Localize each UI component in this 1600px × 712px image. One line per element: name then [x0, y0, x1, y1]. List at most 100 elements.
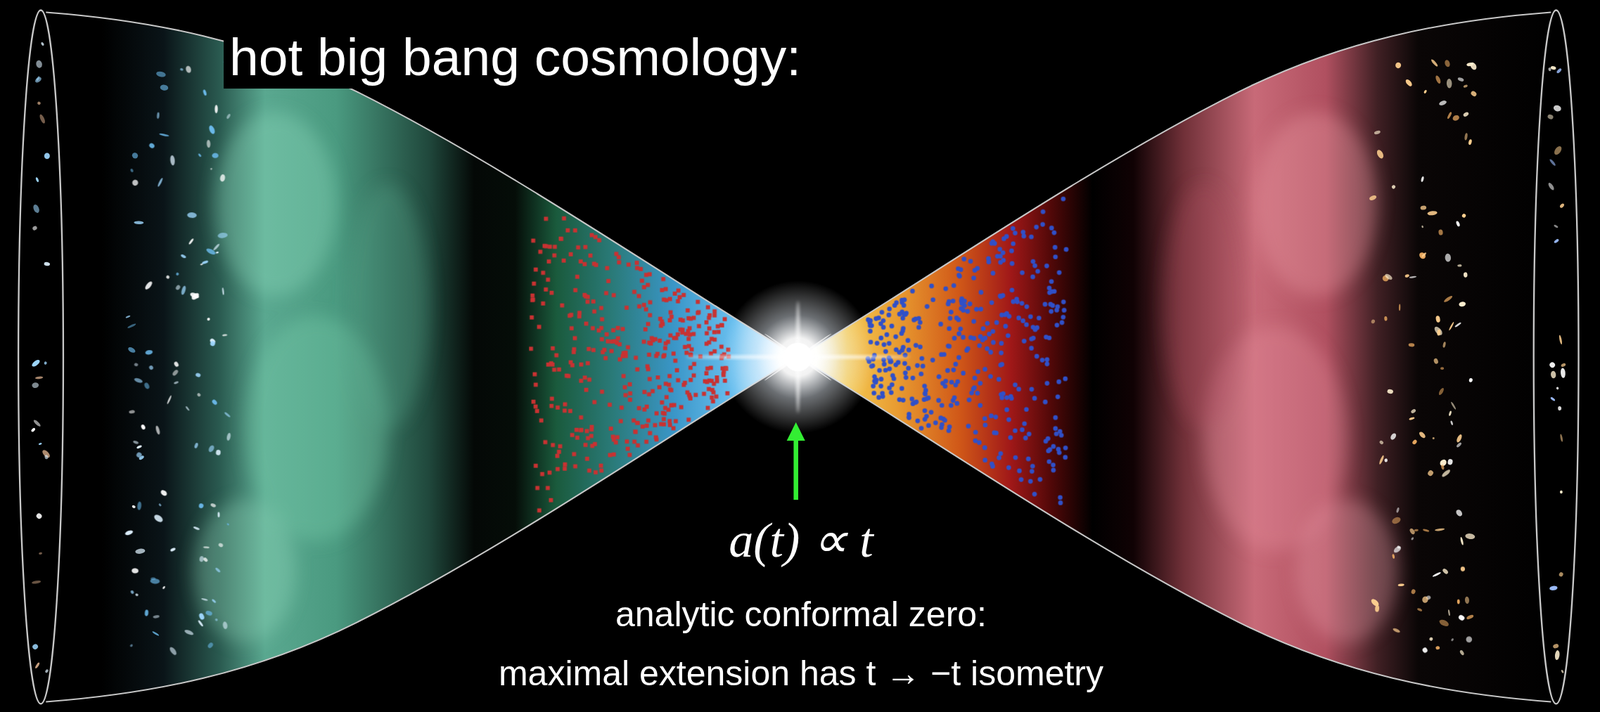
particle-dot: [533, 464, 539, 469]
particle-dot: [956, 272, 962, 278]
galaxy: [1466, 61, 1474, 67]
galaxy: [1368, 194, 1378, 202]
particle-dot: [999, 362, 1005, 368]
particle-dot: [1040, 357, 1046, 363]
galaxy: [143, 381, 151, 390]
particle-dot: [1034, 354, 1040, 360]
particle-dot: [607, 402, 612, 408]
galaxy: [1421, 647, 1429, 655]
particle-dot: [704, 371, 709, 376]
particle-dot: [943, 384, 949, 389]
galaxy: [211, 599, 217, 605]
particle-dot: [671, 351, 676, 356]
particle-dot: [585, 457, 590, 462]
particle-dot: [869, 323, 875, 329]
particle-dot: [952, 336, 958, 342]
particle-dot: [1002, 312, 1008, 318]
particle-dot: [989, 300, 995, 306]
particle-dot: [635, 421, 640, 426]
galaxy: [38, 113, 47, 125]
galaxy: [202, 557, 209, 563]
galaxy: [152, 615, 160, 620]
galaxy: [184, 65, 192, 74]
galaxy: [165, 274, 171, 280]
particle-dot: [682, 345, 688, 350]
galaxy: [222, 334, 228, 337]
galaxy: [198, 503, 204, 510]
particle-dot: [632, 439, 637, 444]
galaxy: [43, 361, 48, 366]
galaxy: [133, 220, 144, 225]
galaxy: [30, 427, 36, 434]
particle-dot: [1028, 336, 1034, 342]
pink-haze: [1163, 183, 1245, 429]
particle-dot: [967, 301, 973, 307]
galaxy: [1550, 65, 1557, 71]
particle-dot: [652, 423, 657, 428]
particle-dot: [530, 238, 536, 243]
particle-dot: [625, 345, 631, 350]
annotation: analytic conformal zero:: [609, 593, 993, 636]
particle-dot: [1057, 495, 1063, 501]
particle-dot: [1040, 209, 1046, 215]
particle-dot: [578, 259, 584, 264]
epoch-details: [124, 58, 1478, 657]
particle-dot: [1023, 436, 1029, 441]
particle-dot: [906, 412, 912, 418]
particle-dot: [989, 462, 995, 467]
particle-dot: [957, 327, 963, 332]
particle-dot: [680, 318, 686, 323]
particle-dot: [900, 328, 906, 334]
particle-dot: [547, 470, 553, 475]
particle-dot: [978, 306, 984, 312]
particle-dot: [933, 420, 939, 426]
galaxy: [152, 513, 164, 524]
particle-dot: [1052, 230, 1058, 236]
particle-dot: [936, 374, 942, 380]
galaxy: [1548, 158, 1557, 166]
galaxy: [207, 444, 216, 453]
particle-dot: [943, 379, 949, 384]
particle-dot: [585, 436, 591, 441]
particle-dot: [1046, 459, 1052, 465]
particle-dots: [865, 196, 1070, 506]
galaxy: [130, 151, 140, 160]
particle-dot: [559, 303, 565, 309]
particle-dot: [983, 422, 989, 428]
particle-dot: [1062, 376, 1068, 382]
galaxy: [1446, 111, 1453, 120]
pink-haze: [1296, 500, 1399, 643]
galaxy: [1463, 272, 1468, 278]
particle-dot: [675, 368, 680, 373]
particle-dot: [998, 350, 1004, 356]
flash-spike: [763, 332, 832, 382]
galaxy: [30, 358, 41, 368]
particle-dot: [948, 315, 953, 321]
galaxy: [1559, 202, 1565, 209]
particle-dot: [668, 310, 674, 315]
flash-spike: [763, 332, 832, 382]
particle-dot: [876, 395, 882, 401]
particle-dot: [642, 303, 647, 308]
particle-dot: [661, 411, 666, 416]
particle-dot: [545, 485, 550, 491]
particle-dot: [555, 466, 560, 472]
galaxy: [1464, 533, 1476, 540]
galaxy: [1547, 67, 1552, 72]
particle-dot: [593, 470, 598, 475]
galaxies: [124, 59, 232, 657]
particle-dot: [1044, 361, 1050, 367]
particle-dot: [628, 382, 633, 387]
galaxy: [1392, 628, 1401, 635]
particle-dot: [607, 452, 612, 458]
particle-dot: [1010, 241, 1016, 247]
particle-dot: [1019, 427, 1025, 433]
galaxy: [171, 369, 180, 377]
particle-dot: [647, 431, 652, 436]
particle-dot: [1050, 462, 1056, 468]
galaxy: [187, 212, 197, 219]
particle-dot: [1052, 254, 1058, 260]
particle-dot: [633, 429, 638, 434]
particle-dot: [684, 350, 689, 356]
galaxy: [223, 411, 231, 418]
